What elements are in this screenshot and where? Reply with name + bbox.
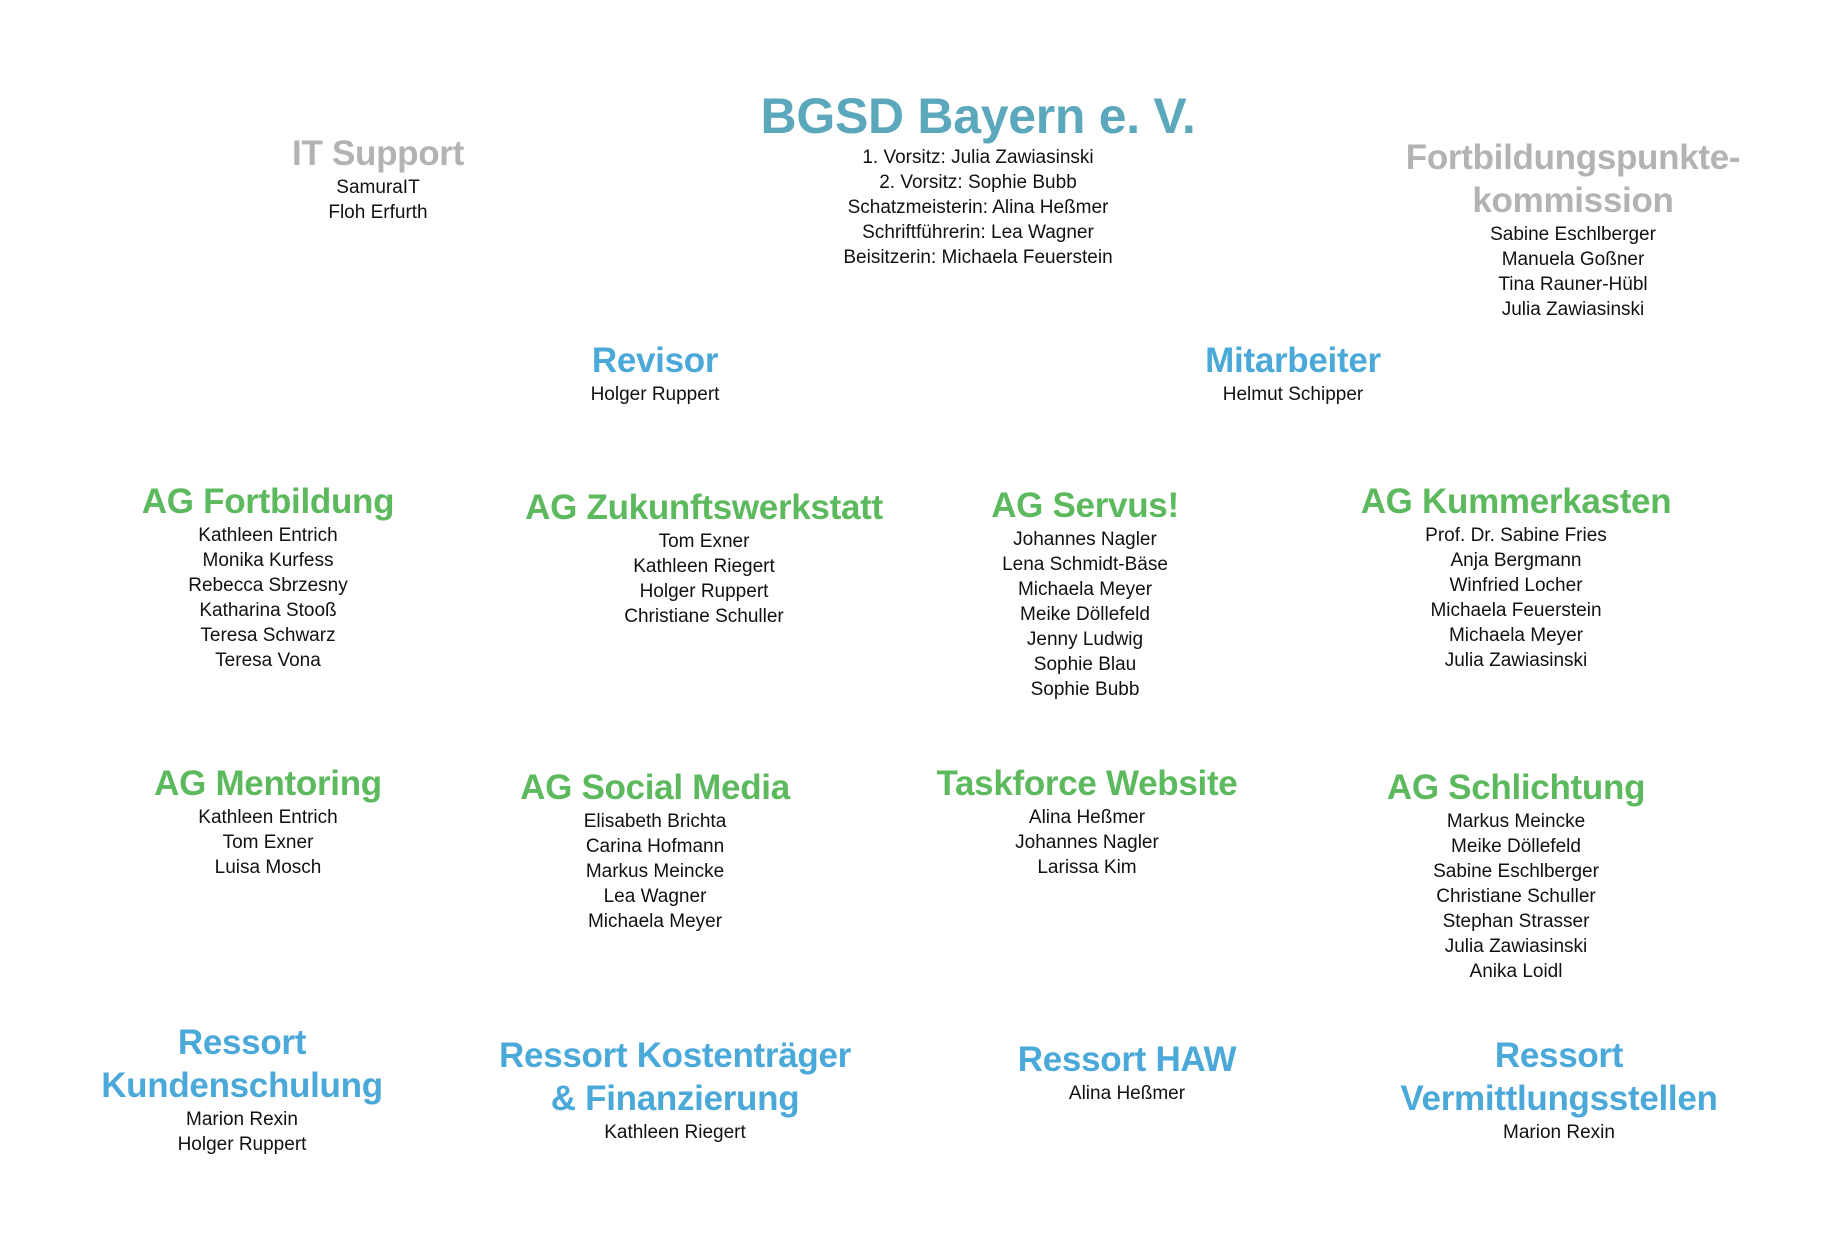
group-title: Ressort Kostenträger & Finanzierung <box>499 1036 851 1118</box>
group-title: AG Servus! <box>991 486 1179 525</box>
group-member: Kathleen Entrich <box>198 807 338 828</box>
group-member: Johannes Nagler <box>1013 529 1157 550</box>
group-member: Markus Meincke <box>1446 811 1586 832</box>
group-bgsd: BGSD Bayern e. V. 1. Vorsitz: Julia Zawia… <box>761 87 1196 270</box>
group-member: Beisitzerin: Michaela Feuerstein <box>843 247 1113 268</box>
group-member: Sophie Bubb <box>1030 679 1140 700</box>
group-member: Kathleen Riegert <box>604 1122 746 1143</box>
group-member: Tom Exner <box>222 832 314 853</box>
group-member: Julia Zawiasinski <box>1501 299 1645 320</box>
group-title: Revisor <box>591 341 719 380</box>
group-member: Manuela Goßner <box>1501 249 1645 270</box>
group-member: Meike Döllefeld <box>1020 604 1150 625</box>
group-member: Luisa Mosch <box>214 857 322 878</box>
group-title: Ressort Vermittlungsstellen <box>1400 1036 1718 1118</box>
group-title: AG Fortbildung <box>141 482 395 521</box>
group-member: Anika Loidl <box>1469 961 1563 982</box>
group-title: AG Zukunftswerkstatt <box>525 488 883 527</box>
group-member: Rebecca Sbrzesny <box>188 575 348 596</box>
group-member: Holger Ruppert <box>177 1134 307 1155</box>
group-member: Holger Ruppert <box>639 581 769 602</box>
group-member: Elisabeth Brichta <box>583 811 727 832</box>
group-member: SamuraIT <box>336 177 420 198</box>
group-member: Anja Bergmann <box>1450 550 1582 571</box>
group-title: BGSD Bayern e. V. <box>760 88 1196 144</box>
group-member: Johannes Nagler <box>1015 832 1159 853</box>
group-member: Tom Exner <box>658 531 750 552</box>
group-member: 2. Vorsitz: Sophie Bubb <box>879 172 1077 193</box>
group-member: Holger Ruppert <box>590 384 720 405</box>
group-member: Michaela Meyer <box>1448 625 1584 646</box>
group-member: Helmut Schipper <box>1222 384 1364 405</box>
group-member: Stephan Strasser <box>1442 911 1590 932</box>
group-title: AG Schlichtung <box>1386 768 1646 807</box>
group-member: Floh Erfurth <box>328 202 428 223</box>
group-member: Michaela Meyer <box>1017 579 1153 600</box>
group-title: Taskforce Website <box>936 764 1238 803</box>
group-member: Marion Rexin <box>1503 1122 1615 1143</box>
group-member: Julia Zawiasinski <box>1444 936 1588 957</box>
group-title: AG Mentoring <box>154 764 382 803</box>
group-member: Michaela Feuerstein <box>1430 600 1602 621</box>
group-member: Teresa Vona <box>215 650 321 671</box>
group-member: Alina Heßmer <box>1028 807 1146 828</box>
group-member: Lena Schmidt-Bäse <box>1002 554 1168 575</box>
group-member: Carina Hofmann <box>585 836 725 857</box>
group-member: Tina Rauner-Hübl <box>1498 274 1648 295</box>
group-member: Lea Wagner <box>603 886 707 907</box>
group-member: Katharina Stooß <box>199 600 337 621</box>
group-member: Monika Kurfess <box>202 550 334 571</box>
group-member: Marion Rexin <box>186 1109 298 1130</box>
group-member: 1. Vorsitz: Julia Zawiasinski <box>862 147 1094 168</box>
group-title: AG Kummerkasten <box>1360 482 1672 521</box>
group-member: Sabine Eschlberger <box>1433 861 1599 882</box>
group-member: Sabine Eschlberger <box>1490 224 1656 245</box>
group-member: Teresa Schwarz <box>200 625 336 646</box>
group-title: IT Support <box>292 134 464 173</box>
group-member: Prof. Dr. Sabine Fries <box>1425 525 1607 546</box>
group-member: Christiane Schuller <box>1436 886 1596 907</box>
group-member: Christiane Schuller <box>624 606 784 627</box>
group-member: Julia Zawiasinski <box>1444 650 1588 671</box>
group-member: Michaela Meyer <box>587 911 723 932</box>
group-title: Mitarbeiter <box>1205 341 1381 380</box>
group-member: Sophie Blau <box>1033 654 1137 675</box>
group-member: Larissa Kim <box>1037 857 1137 878</box>
group-member: Jenny Ludwig <box>1026 629 1144 650</box>
group-ressort-haw: Ressort HAW Alina Heßmer <box>1017 1038 1237 1106</box>
group-member: Kathleen Entrich <box>198 525 338 546</box>
group-title: Ressort Kundenschulung <box>101 1023 383 1105</box>
group-title: Ressort HAW <box>1017 1040 1237 1079</box>
group-title: AG Social Media <box>520 768 790 807</box>
group-member: Schriftführerin: Lea Wagner <box>862 222 1094 243</box>
group-title: Fortbildungspunkte- kommission <box>1405 138 1741 220</box>
group-member: Kathleen Riegert <box>633 556 775 577</box>
group-member: Schatzmeisterin: Alina Heßmer <box>847 197 1109 218</box>
group-member: Markus Meincke <box>585 861 725 882</box>
group-member: Winfried Locher <box>1449 575 1583 596</box>
group-member: Alina Heßmer <box>1068 1083 1186 1104</box>
group-member: Meike Döllefeld <box>1451 836 1581 857</box>
